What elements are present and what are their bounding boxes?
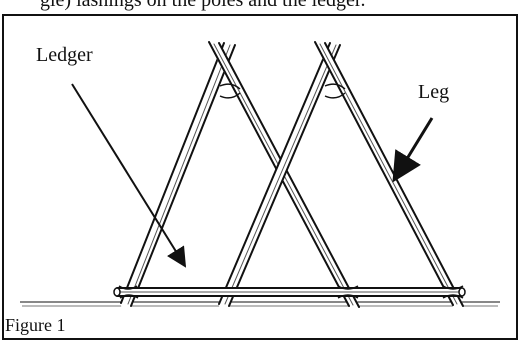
- figure-label: Figure 1: [5, 315, 66, 335]
- ground-shading: [20, 301, 500, 307]
- pole-icon: [218, 39, 341, 310]
- arrow-icon: [392, 117, 434, 183]
- leg-label: Leg: [418, 81, 450, 103]
- cropped-top-caption: gle) lashings on the poles and the ledge…: [40, 0, 366, 11]
- ledger-pole: [112, 287, 467, 297]
- pole-icon: [120, 39, 236, 310]
- ledger-label: Ledger: [36, 44, 93, 66]
- arrow-icon: [71, 83, 187, 268]
- figure-frame: [2, 14, 518, 340]
- lashings: [118, 83, 464, 299]
